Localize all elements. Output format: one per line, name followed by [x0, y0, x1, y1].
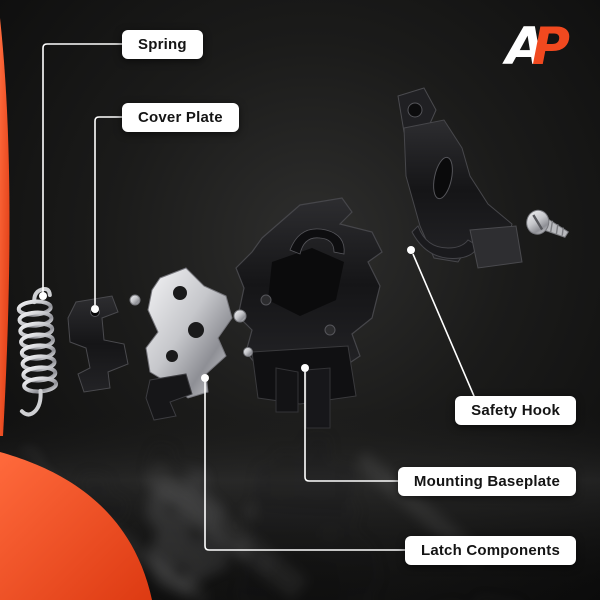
callout-line-mounting-baseplate	[304, 372, 430, 482]
accent-corner-shape	[0, 452, 152, 600]
label-latch-components: Latch Components	[404, 536, 576, 565]
accent-left-sliver	[0, 18, 10, 436]
label-cover-plate: Cover Plate	[122, 103, 239, 132]
brand-letter-p: P	[531, 17, 570, 77]
callout-dots	[39, 246, 415, 382]
brand-logo: A P	[460, 16, 570, 78]
callout-dot-latch-components	[201, 374, 209, 382]
latch-body-part	[235, 197, 383, 373]
safety-hook-part	[397, 87, 523, 269]
latch-components-part	[145, 267, 253, 421]
callout-line-safety-hook	[412, 253, 481, 411]
callout-line-spring	[42, 43, 132, 293]
mounting-baseplate-part	[251, 345, 357, 429]
label-spring: Spring	[122, 30, 203, 59]
label-safety-hook: Safety Hook	[455, 396, 576, 425]
callout-lines	[42, 43, 481, 551]
callout-dot-safety-hook	[407, 246, 415, 254]
brand-letter-a: A	[505, 17, 546, 77]
cover-plate-part	[67, 294, 141, 393]
callout-line-cover-plate	[94, 116, 132, 305]
callout-dot-mounting-baseplate	[301, 364, 309, 372]
bolt-part	[526, 209, 569, 238]
callout-dot-cover-plate	[91, 305, 99, 313]
callout-dot-spring	[39, 292, 47, 300]
label-mounting-baseplate: Mounting Baseplate	[397, 467, 576, 496]
callout-line-latch-components	[204, 382, 440, 551]
spring-part	[16, 286, 59, 417]
exploded-parts	[16, 87, 569, 429]
